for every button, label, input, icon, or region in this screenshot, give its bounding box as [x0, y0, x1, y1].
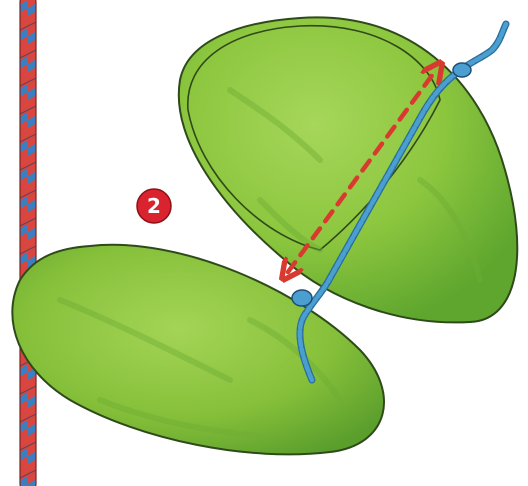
step-badge: 2 — [137, 189, 171, 223]
step-number: 2 — [147, 194, 161, 218]
knot-lower — [292, 290, 312, 306]
knot-upper — [453, 63, 471, 77]
rope — [20, 0, 36, 486]
